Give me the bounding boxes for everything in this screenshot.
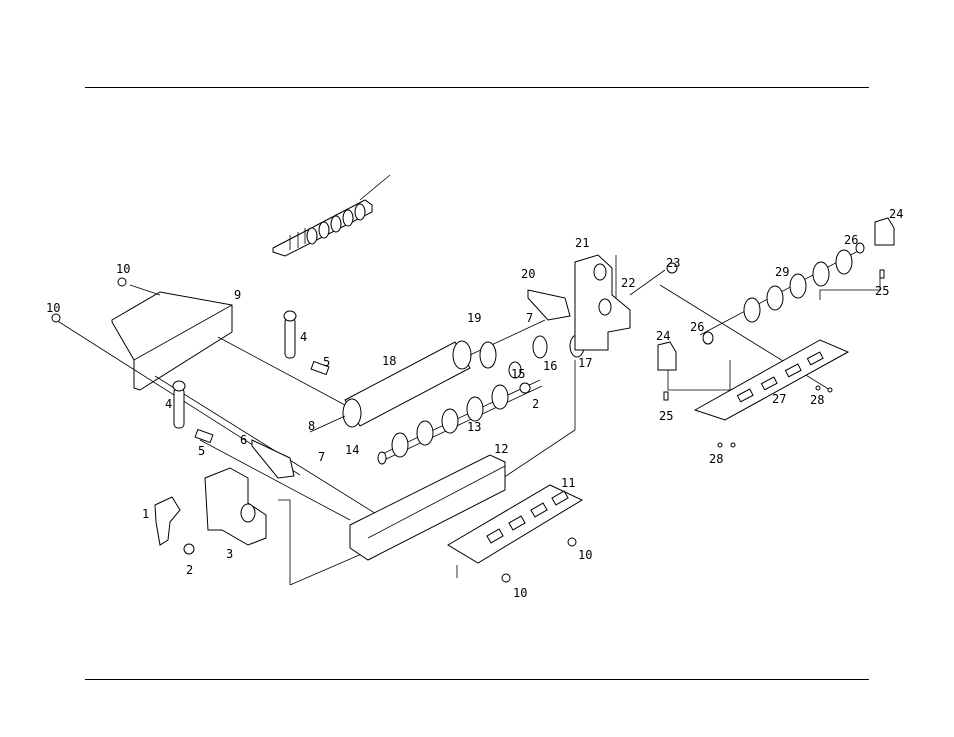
callout-21: 21: [575, 236, 589, 250]
callout-18: 18: [382, 354, 396, 368]
callout-5: 5: [323, 355, 330, 369]
part-1-knob: [154, 496, 181, 546]
screws: [51, 262, 833, 583]
callout-22: 22: [621, 276, 635, 290]
callout-10: 10: [513, 586, 527, 600]
callout-8: 8: [308, 419, 315, 433]
part-4-springs: [172, 310, 297, 429]
callout-29: 29: [775, 265, 789, 279]
part-3-plate: [204, 467, 267, 546]
callout-12: 12: [494, 442, 508, 456]
part-21-side-bracket: [574, 254, 631, 351]
part-27-guide-plate: [693, 339, 850, 421]
callout-6: 6: [240, 433, 247, 447]
callout-16: 16: [543, 359, 557, 373]
callout-2: 2: [532, 397, 539, 411]
callout-3: 3: [226, 547, 233, 561]
footer-rule: [85, 679, 869, 680]
callout-28: 28: [810, 393, 824, 407]
callout-2: 2: [186, 563, 193, 577]
callout-4: 4: [300, 330, 307, 344]
callout-23: 23: [666, 256, 680, 270]
callout-20: 20: [521, 267, 535, 281]
callout-10: 10: [116, 262, 130, 276]
callout-25: 25: [875, 284, 889, 298]
callout-17: 17: [578, 356, 592, 370]
callout-15: 15: [511, 367, 525, 381]
part-13-roller-shaft: [377, 379, 543, 465]
callout-26: 26: [844, 233, 858, 247]
callout-14: 14: [345, 443, 359, 457]
callout-1: 1: [142, 507, 149, 521]
part-18-main-roller: [309, 319, 546, 433]
callout-5: 5: [198, 444, 205, 458]
callout-4: 4: [165, 397, 172, 411]
callout-13: 13: [467, 420, 481, 434]
part-12-rail: [349, 454, 506, 561]
inset-subassembly: [272, 174, 391, 257]
gears-15-16-17: [479, 334, 585, 379]
callout-11: 11: [561, 476, 575, 490]
part-5-fittings: [194, 360, 330, 444]
callout-26: 26: [690, 320, 704, 334]
callout-7: 7: [318, 450, 325, 464]
part-20-bracket: [527, 289, 571, 321]
part-9-side-plate: [111, 291, 233, 391]
callout-28: 28: [709, 452, 723, 466]
callout-10: 10: [578, 548, 592, 562]
part-24-brackets: [657, 217, 895, 401]
callout-27: 27: [772, 392, 786, 406]
part-6-lever: [251, 439, 295, 479]
callout-24: 24: [656, 329, 670, 343]
callout-24: 24: [889, 207, 903, 221]
part-29-roller: [699, 242, 865, 345]
callout-labels: 1 2 2 3 4 4 5 5 6 7 7 8 9 10 10 10 10 11…: [46, 207, 903, 600]
header-rule: [85, 87, 869, 88]
callout-19: 19: [467, 311, 481, 325]
callout-10: 10: [46, 301, 60, 315]
callout-7: 7: [526, 311, 533, 325]
callout-9: 9: [234, 288, 241, 302]
part-11-guide-plate: [447, 484, 584, 578]
callout-25: 25: [659, 409, 673, 423]
